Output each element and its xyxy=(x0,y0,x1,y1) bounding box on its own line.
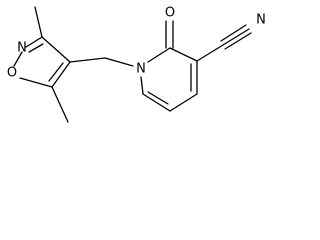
bond-c6-n1 xyxy=(140,76,144,95)
bond-c2-c3 xyxy=(169,47,198,62)
bond-n-c3-double xyxy=(28,43,44,53)
bond-ch2-n1 xyxy=(104,57,134,67)
bond-c4-ch2 xyxy=(69,57,106,63)
nitrile-triple-3 xyxy=(224,32,252,50)
isoxazole-nitrogen-label: N xyxy=(17,41,27,56)
carbonyl-oxygen-label: O xyxy=(165,6,175,21)
pyridone-nitrogen-label: N xyxy=(136,62,146,77)
methyl-bond-c5 xyxy=(51,86,69,123)
nitrile-triple-1 xyxy=(222,28,250,46)
isoxazole-ring xyxy=(13,36,71,88)
bond-c5-o xyxy=(19,77,53,88)
nitrile-bond-c-c xyxy=(196,44,224,62)
methyl-bond-c3 xyxy=(34,6,43,38)
bond-c3-c4 xyxy=(41,36,71,63)
bond-c5-c6-double xyxy=(147,91,169,105)
chemical-structure: O N N O N xyxy=(7,6,266,123)
bond-c4-c5-double xyxy=(48,62,64,82)
bond-c4-c5 xyxy=(51,61,71,88)
bond-c5-c6 xyxy=(142,93,171,112)
bond-n-c3 xyxy=(25,36,43,48)
bond-n1-c2 xyxy=(147,47,171,63)
bond-o-n xyxy=(13,51,23,67)
nitrile-triple-2 xyxy=(220,24,247,42)
bond-c4-c5 xyxy=(169,93,198,112)
pyridone-ring xyxy=(140,47,198,112)
nitrile-nitrogen-label: N xyxy=(256,13,266,28)
isoxazole-oxygen-label: O xyxy=(7,66,17,81)
